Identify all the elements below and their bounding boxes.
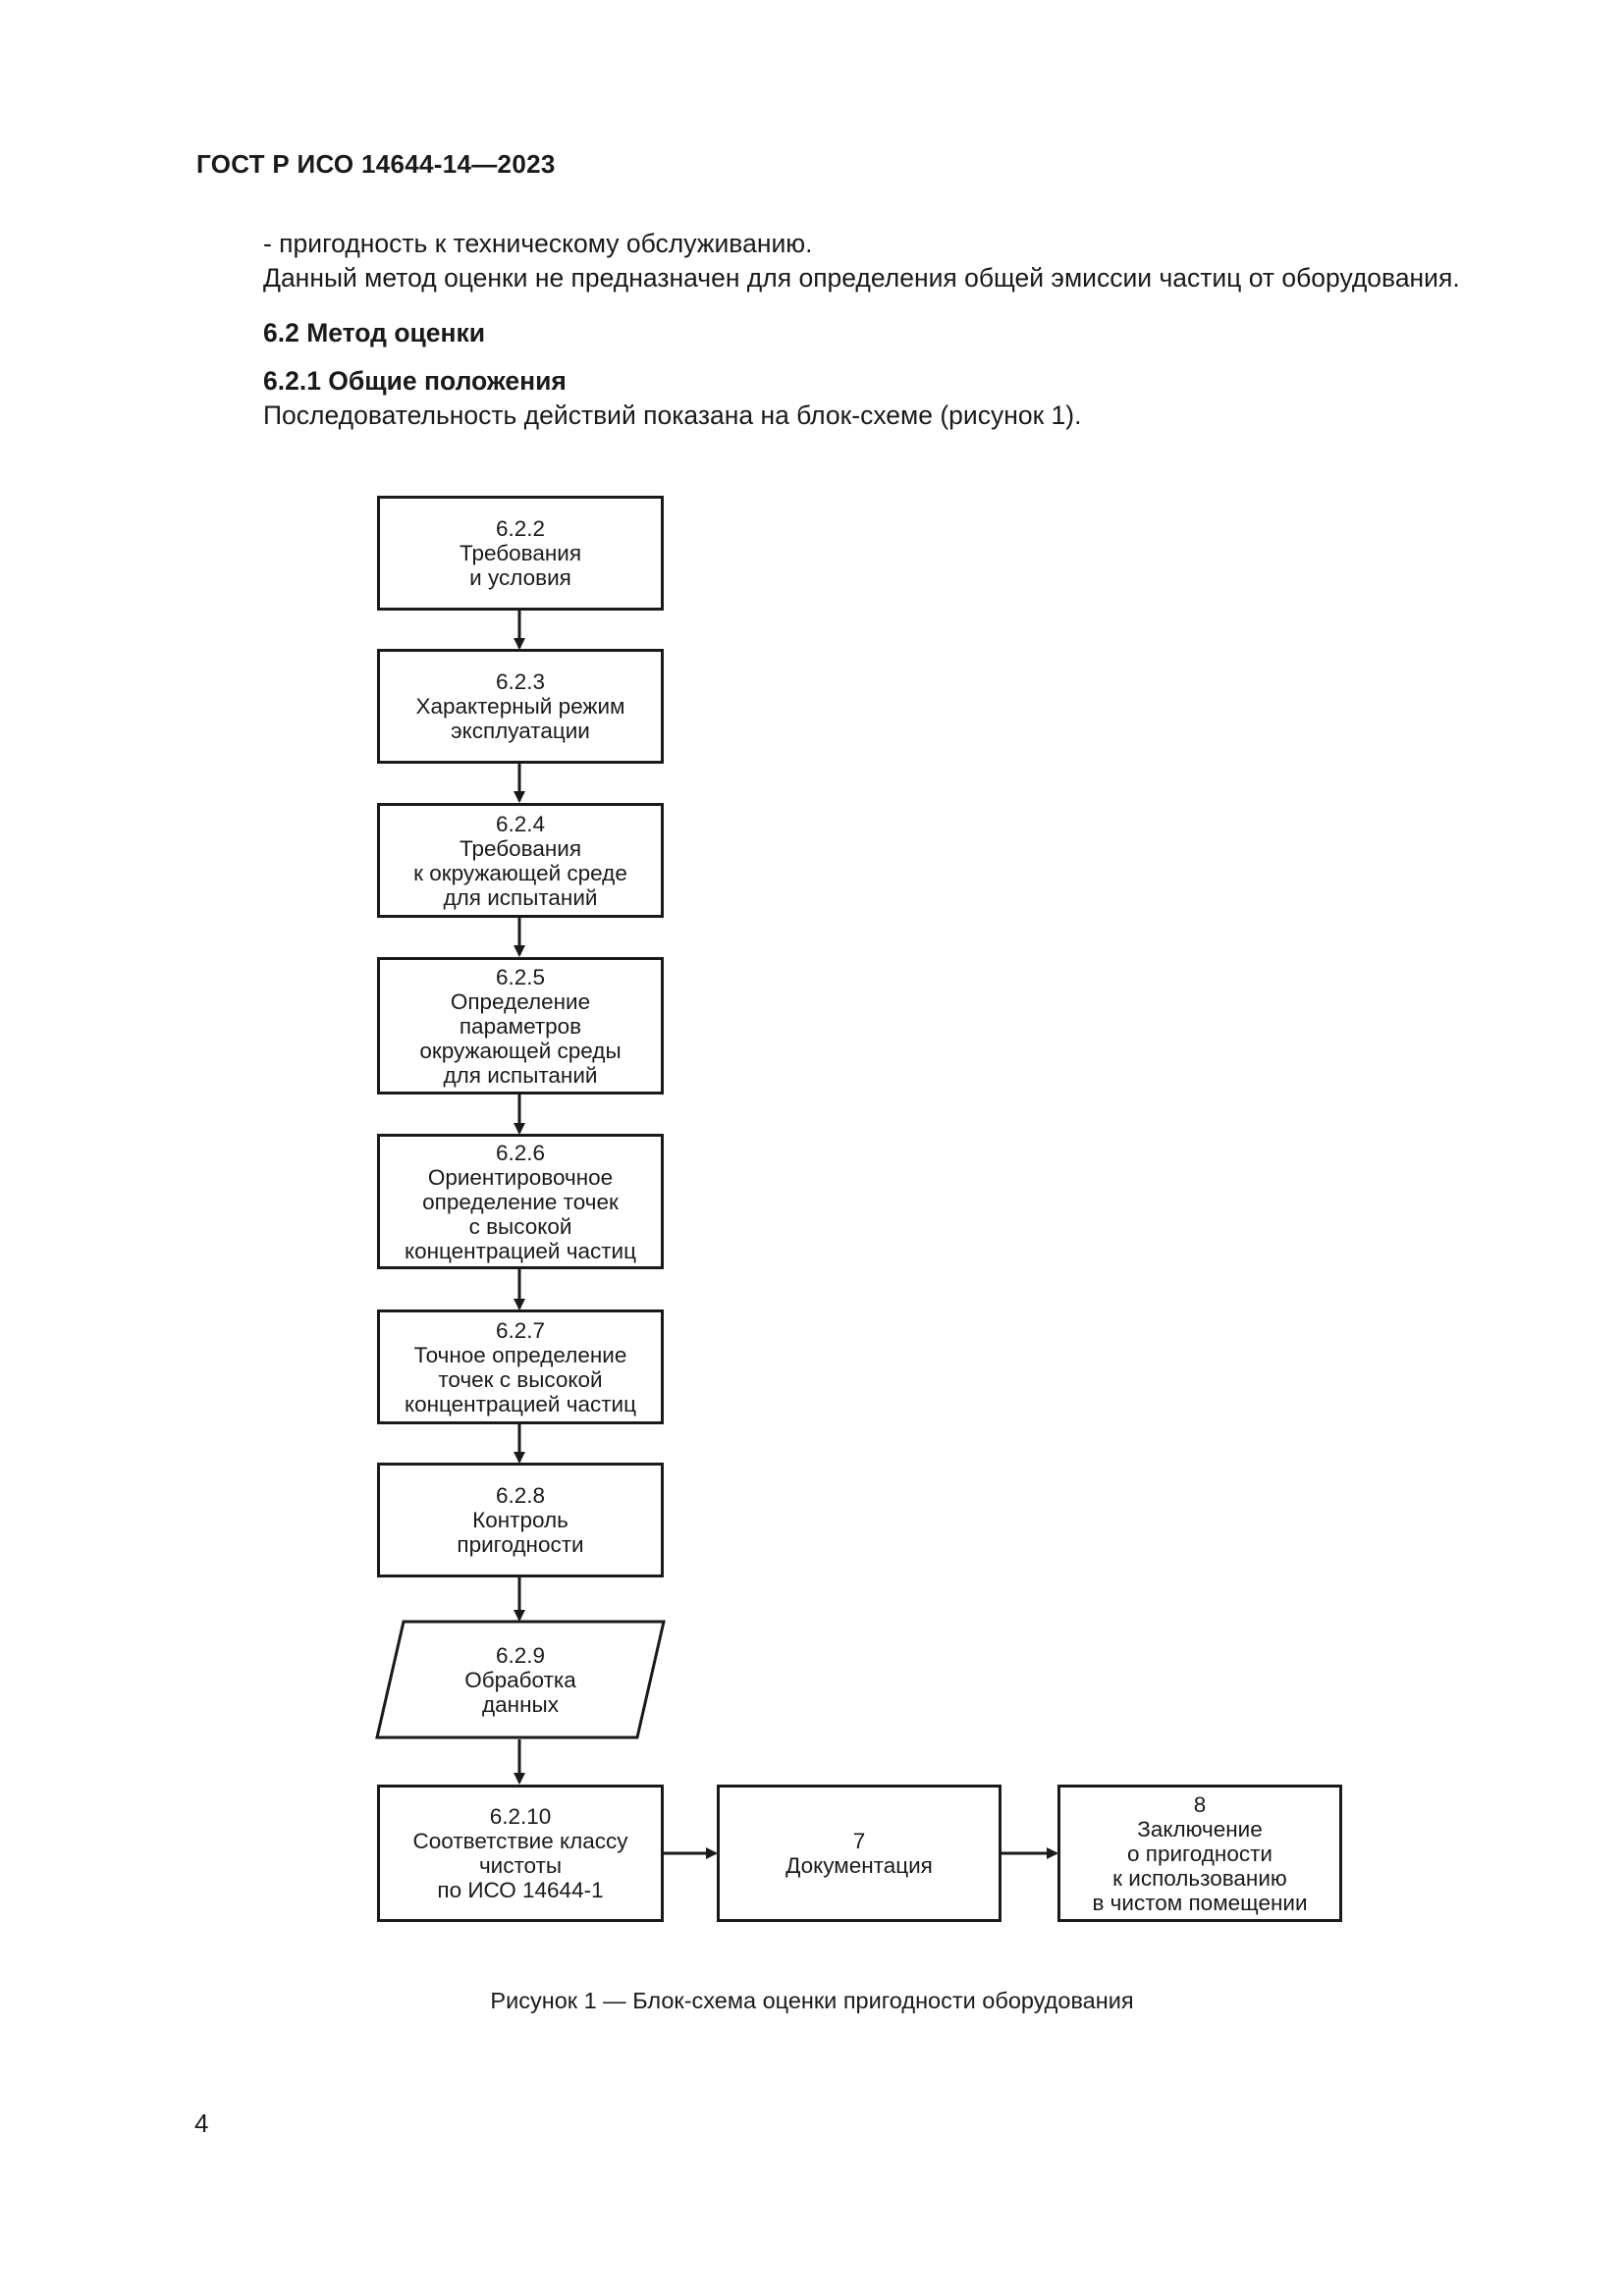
subsection-heading: 6.2.1 Общие положения	[263, 366, 567, 396]
box-text-line: Обработка	[464, 1667, 576, 1692]
step-box-conclusion: 8 Заключение о пригодности к использован…	[1057, 1785, 1342, 1922]
box-text-line: 6.2.6	[495, 1140, 546, 1165]
step-box-environment-requirements: 6.2.4 Требования к окружающей среде для …	[377, 803, 664, 918]
step-box-environment-parameters: 6.2.5 Определение параметров окружающей …	[377, 957, 664, 1095]
box-text-line: точек с высокой	[438, 1366, 603, 1392]
box-text-line: 6.2.8	[495, 1483, 546, 1508]
box-text-line: чистоты	[478, 1853, 563, 1878]
box-text-line: 6.2.10	[489, 1804, 552, 1829]
box-text-line: к окружающей среде	[413, 860, 627, 885]
box-text-line: Соответствие классу	[412, 1829, 628, 1853]
box-text-line: в чистом помещении	[1092, 1890, 1308, 1915]
box-text-line: 6.2.2	[495, 516, 546, 541]
box-text-line: для испытаний	[443, 1062, 598, 1088]
box-text-line: 6.2.9	[495, 1642, 546, 1668]
box-text-line: Заключение	[1137, 1816, 1263, 1842]
box-text-line: Точное определение	[413, 1342, 627, 1367]
box-text-line: Определение	[450, 988, 591, 1014]
page-number: 4	[194, 2109, 209, 2138]
box-text-line: и условия	[469, 565, 571, 590]
box-text-line: 6.2.7	[495, 1317, 546, 1343]
data-processing-shape	[375, 1620, 666, 1739]
box-text-line: по ИСО 14644-1	[437, 1878, 604, 1902]
box-text-line: Контроль	[472, 1508, 568, 1532]
step-box-documentation: 7 Документация	[717, 1785, 1001, 1922]
box-text-line: Документация	[785, 1853, 933, 1878]
step-box-cleanliness-class: 6.2.10 Соответствие классу чистоты по ИС…	[377, 1785, 664, 1922]
box-text-line: параметров	[459, 1013, 582, 1039]
box-text-line: 6.2.4	[495, 811, 546, 836]
figure-caption: Рисунок 1 — Блок-схема оценки пригодност…	[490, 1988, 1134, 2013]
box-text-line: окружающей среды	[419, 1038, 622, 1063]
box-text-line: 8	[1193, 1791, 1207, 1817]
step-box-suitability-check: 6.2.8 Контроль пригодности	[377, 1463, 664, 1577]
box-text-line: определение точек	[422, 1189, 619, 1214]
bullet-item: - пригодность к техническому обслуживани…	[263, 229, 813, 258]
box-text-line: о пригодности	[1127, 1841, 1272, 1866]
step-box-operating-mode: 6.2.3 Характерный режим эксплуатации	[377, 649, 664, 764]
step-box-approximate-hotspots: 6.2.6 Ориентировочное определение точек …	[377, 1134, 664, 1269]
box-text-line: 6.2.3	[495, 669, 546, 694]
box-text-line: 6.2.5	[495, 964, 546, 989]
box-text-line: для испытаний	[443, 884, 598, 910]
note-paragraph: Данный метод оценки не предназначен для …	[263, 263, 1460, 293]
box-text-line: концентрацией частиц	[405, 1391, 636, 1416]
step-box-exact-hotspots: 6.2.7 Точное определение точек с высокой…	[377, 1309, 664, 1424]
box-text-line: с высокой	[468, 1213, 572, 1239]
box-text-line: эксплуатации	[451, 719, 590, 743]
box-text-line: Требования	[459, 541, 582, 565]
box-text-line: к использованию	[1112, 1865, 1287, 1891]
step-box-requirements: 6.2.2 Требования и условия	[377, 496, 664, 611]
box-text-line: Ориентировочное	[427, 1164, 614, 1190]
section-heading: 6.2 Метод оценки	[263, 318, 486, 347]
box-text-line: Характерный режим	[415, 694, 625, 719]
box-text-line: Требования	[459, 835, 582, 861]
box-text-line: данных	[482, 1691, 559, 1717]
document-header: ГОСТ Р ИСО 14644-14—2023	[196, 149, 556, 179]
step-data-processing: 6.2.9 Обработка данных	[377, 1622, 664, 1737]
intro-paragraph: Последовательность действий показана на …	[263, 400, 1082, 430]
box-text-line: 7	[852, 1829, 866, 1853]
box-text-line: пригодности	[457, 1532, 584, 1557]
box-text-line: концентрацией частиц	[405, 1238, 636, 1263]
